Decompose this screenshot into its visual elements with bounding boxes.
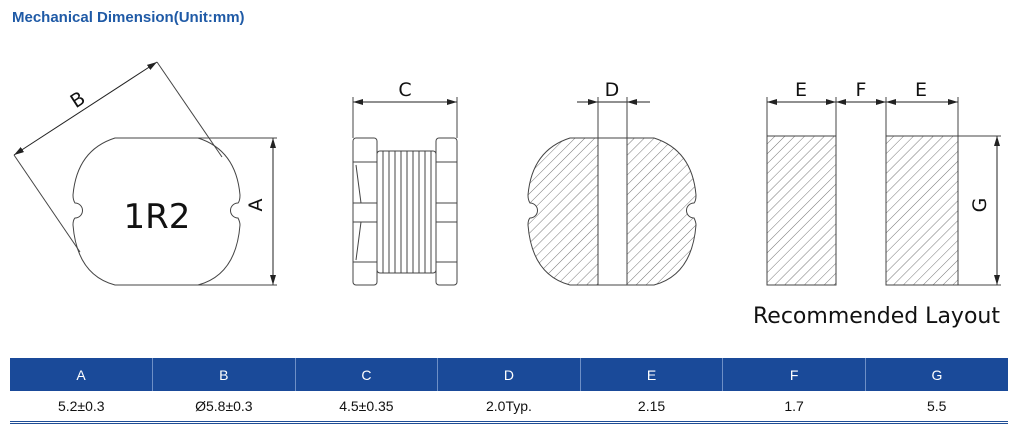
value-c: 4.5±0.35 (339, 398, 394, 414)
table-header-row: A B C D E F G (10, 358, 1008, 391)
table-row: 5.2±0.3 Ø5.8±0.3 4.5±0.35 2.0Typ. 2.15 1… (10, 391, 1008, 423)
dimension-b-line (13, 61, 158, 156)
part-marking: 1R2 (124, 197, 191, 237)
label-f: F (856, 79, 867, 101)
left-flange (352, 137, 378, 286)
value-a: 5.2±0.3 (57, 398, 105, 414)
label-c: C (398, 79, 411, 101)
mechanical-drawing: 1R2 B A C D E F E G Recommended Layout (13, 61, 1001, 329)
pad-left (766, 135, 837, 286)
pad-right (885, 135, 959, 286)
section-title: Mechanical Dimension(Unit:mm) (12, 9, 245, 26)
value-f: 1.7 (784, 398, 804, 414)
header-c: C (294, 358, 438, 391)
dimension-table: A B C D E F G 5.2±0.3 Ø5.8±0.3 4.5±0.35 … (10, 358, 1008, 424)
label-e-right: E (915, 79, 927, 101)
header-f: F (722, 358, 866, 391)
label-e-left: E (795, 79, 807, 101)
header-g: G (864, 358, 1008, 391)
value-b: Ø5.8±0.3 (195, 398, 253, 414)
layout-caption: Recommended Layout (753, 304, 1000, 329)
coil-windings (376, 150, 437, 274)
label-d: D (605, 79, 620, 101)
value-g: 5.5 (926, 398, 947, 414)
header-b: B (152, 358, 296, 391)
header-a: A (10, 358, 153, 391)
right-flange (435, 137, 458, 286)
header-d: D (437, 358, 581, 391)
section-slot (597, 137, 628, 286)
label-a: A (245, 199, 267, 212)
label-g: G (969, 198, 991, 213)
value-e: 2.15 (637, 398, 666, 414)
label-b: B (67, 87, 90, 113)
header-e: E (579, 358, 723, 391)
value-d: 2.0Typ. (486, 398, 532, 414)
